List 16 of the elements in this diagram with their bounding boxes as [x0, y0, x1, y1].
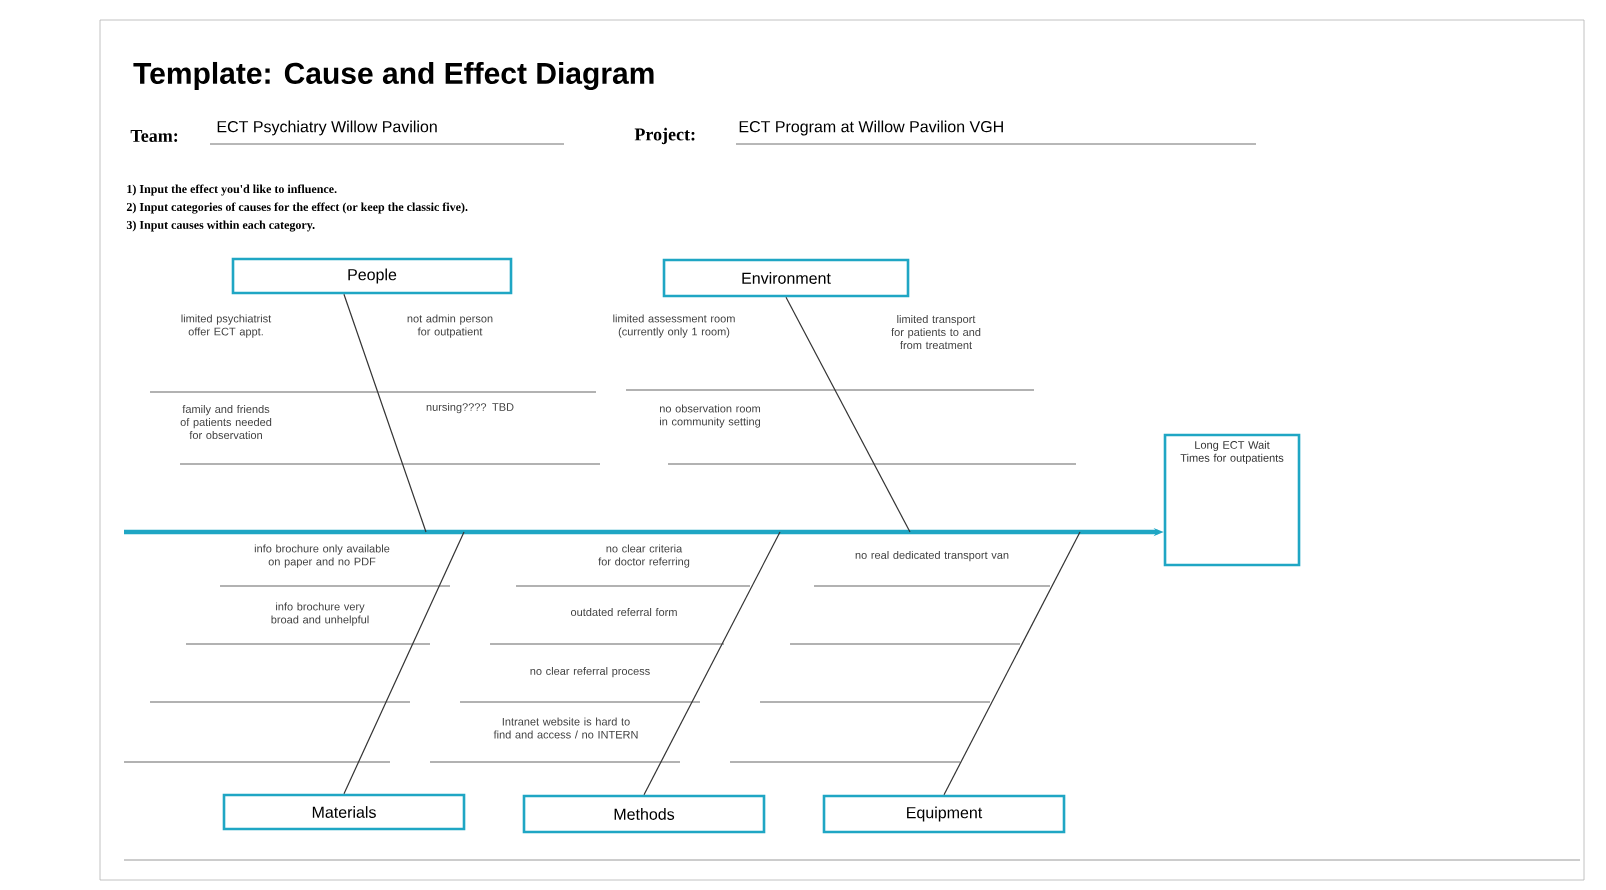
- bone-line: [943, 531, 1081, 796]
- field-label: Project:: [634, 127, 695, 145]
- category-box: Methods: [522, 794, 766, 834]
- field-value: ECT Program at Willow Pavilion VGH: [739, 120, 1003, 136]
- title: Template: Cause and Effect Diagram: [133, 61, 654, 91]
- bone-line: [785, 296, 911, 533]
- category-box: Environment: [662, 258, 910, 298]
- bone-line: [343, 293, 427, 533]
- bone-line: [643, 531, 781, 796]
- field-label: Team:: [130, 130, 178, 142]
- category-box: Equipment: [822, 794, 1066, 834]
- field-value: ECT Psychiatry Willow Pavilion: [217, 120, 437, 136]
- category-box: People: [231, 257, 513, 295]
- bone-line: [343, 531, 465, 795]
- effect-box: [1163, 433, 1301, 567]
- category-box: Materials: [222, 793, 466, 831]
